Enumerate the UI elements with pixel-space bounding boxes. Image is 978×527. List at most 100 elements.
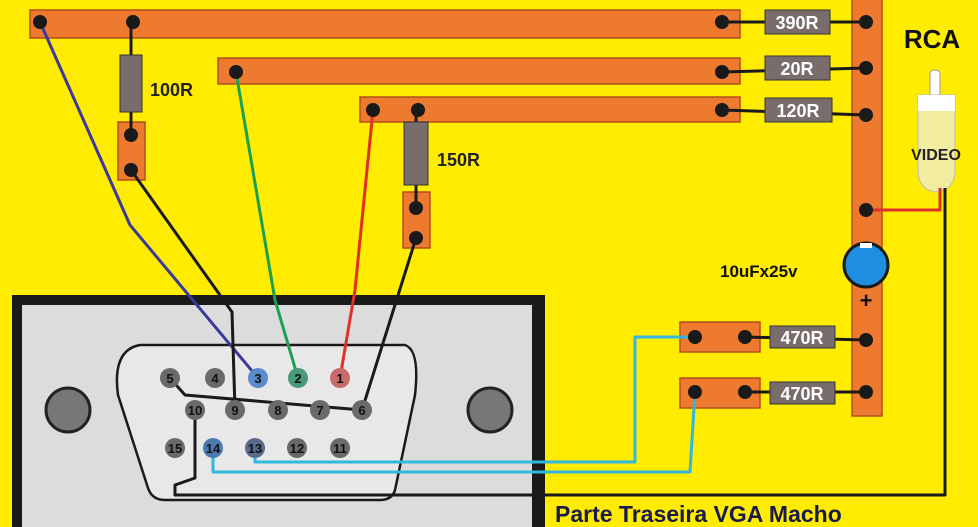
rca-pin [929, 69, 941, 98]
rca-body [917, 94, 956, 193]
wire-red-rca [866, 188, 942, 212]
pin-number: 1 [336, 371, 343, 386]
diagram-title: Parte Traseira VGA Macho [555, 501, 842, 527]
solder-point [859, 333, 873, 347]
vga-pin-3: 3 [248, 368, 268, 388]
solder-point [124, 163, 138, 177]
pin-number: 6 [358, 403, 365, 418]
vga-pin-8: 8 [268, 400, 288, 420]
vga-pin-14: 14 [203, 438, 223, 458]
wire-red [338, 109, 375, 379]
vga-pin-12: 12 [287, 438, 307, 458]
solder-point [715, 65, 729, 79]
solder-point [715, 15, 729, 29]
pin-number: 9 [231, 403, 238, 418]
rca-label: RCA [904, 24, 961, 54]
wire-black-100r [129, 169, 237, 411]
vga-pin-10: 10 [185, 400, 205, 420]
label-150r: 150R [437, 150, 480, 170]
pin-number: 7 [316, 403, 323, 418]
solder-point [409, 201, 423, 215]
solder-point [409, 231, 423, 245]
pin-number: 14 [206, 441, 221, 456]
label-120r: 120R [776, 101, 819, 121]
pin-hole [330, 368, 350, 388]
video-label: VIDEO [911, 147, 961, 164]
solder-point [33, 15, 47, 29]
vga-pin-6: 6 [352, 400, 372, 420]
vga-pin-11: 11 [330, 438, 350, 458]
pin-hole [330, 438, 350, 458]
resistor-120r-body [764, 97, 833, 123]
pin-number: 15 [168, 441, 182, 456]
pin-hole [248, 368, 268, 388]
capacitor: 10uFx25v + [720, 241, 890, 313]
solder-point [738, 330, 752, 344]
pin-hole [205, 368, 225, 388]
solder-point [859, 385, 873, 399]
capacitor-marker [860, 243, 872, 248]
pin-number: 8 [274, 403, 281, 418]
resistors [119, 9, 836, 405]
pin-number: 3 [254, 371, 261, 386]
pin-hole [268, 400, 288, 420]
solder-point [124, 128, 138, 142]
vga-pin-2: 2 [288, 368, 308, 388]
strip-2 [217, 57, 741, 85]
resistor-labels: 100R 150R 390R 20R 120R 470R 470R [150, 13, 824, 404]
screw-left [44, 386, 92, 434]
solder-point [688, 330, 702, 344]
solder-point [411, 103, 425, 117]
rca-collar [918, 95, 955, 111]
wire-black-rca-ground [173, 188, 947, 497]
solder-point [859, 15, 873, 29]
solder-point [859, 203, 873, 217]
resistor-150r-body [403, 121, 429, 186]
vga-pin-9: 9 [225, 400, 245, 420]
solder-point [688, 385, 702, 399]
wires [38, 21, 947, 497]
label-20r: 20R [780, 59, 813, 79]
vga-pins: 5 4 3 2 1 10 9 8 7 6 15 14 13 12 11 [160, 368, 372, 458]
strip-1 [29, 9, 741, 39]
pin-hole [352, 400, 372, 420]
vga-pin-7: 7 [310, 400, 330, 420]
pin-number: 2 [294, 371, 301, 386]
label-470r-a: 470R [780, 328, 823, 348]
pin-number: 4 [211, 371, 219, 386]
wire-black-150r [360, 237, 418, 411]
solder-point [229, 65, 243, 79]
pin-number: 11 [333, 441, 347, 456]
resistor-100r-body [119, 54, 143, 113]
vga-pin-13: 13 [245, 438, 265, 458]
pin-number: 5 [166, 371, 173, 386]
label-470r-b: 470R [780, 384, 823, 404]
pin-hole [310, 400, 330, 420]
resistor-470r-a-body [769, 325, 836, 349]
solder-point [859, 61, 873, 75]
solder-point [738, 385, 752, 399]
rca-plug: RCA VIDEO [904, 24, 961, 193]
label-390r: 390R [775, 13, 818, 33]
capacitor-label: 10uFx25v [720, 262, 798, 281]
d-shell-outline [115, 343, 418, 502]
pin-hole [165, 438, 185, 458]
wire-green [234, 71, 300, 379]
capacitor-plus-label: + [860, 288, 873, 313]
pin-number: 12 [290, 441, 304, 456]
pin-hole [245, 438, 265, 458]
wire-cyan-14 [211, 391, 697, 474]
pin-number: 13 [248, 441, 262, 456]
solder-points [33, 15, 873, 399]
solder-point [366, 103, 380, 117]
pin-hole [160, 368, 180, 388]
label-100r: 100R [150, 80, 193, 100]
resistor-20r-body [764, 55, 831, 81]
pin-number: 10 [188, 403, 202, 418]
vga-pin-5: 5 [160, 368, 180, 388]
solder-point [715, 103, 729, 117]
pin-hole [287, 438, 307, 458]
vga-pin-15: 15 [165, 438, 185, 458]
solder-point [126, 15, 140, 29]
